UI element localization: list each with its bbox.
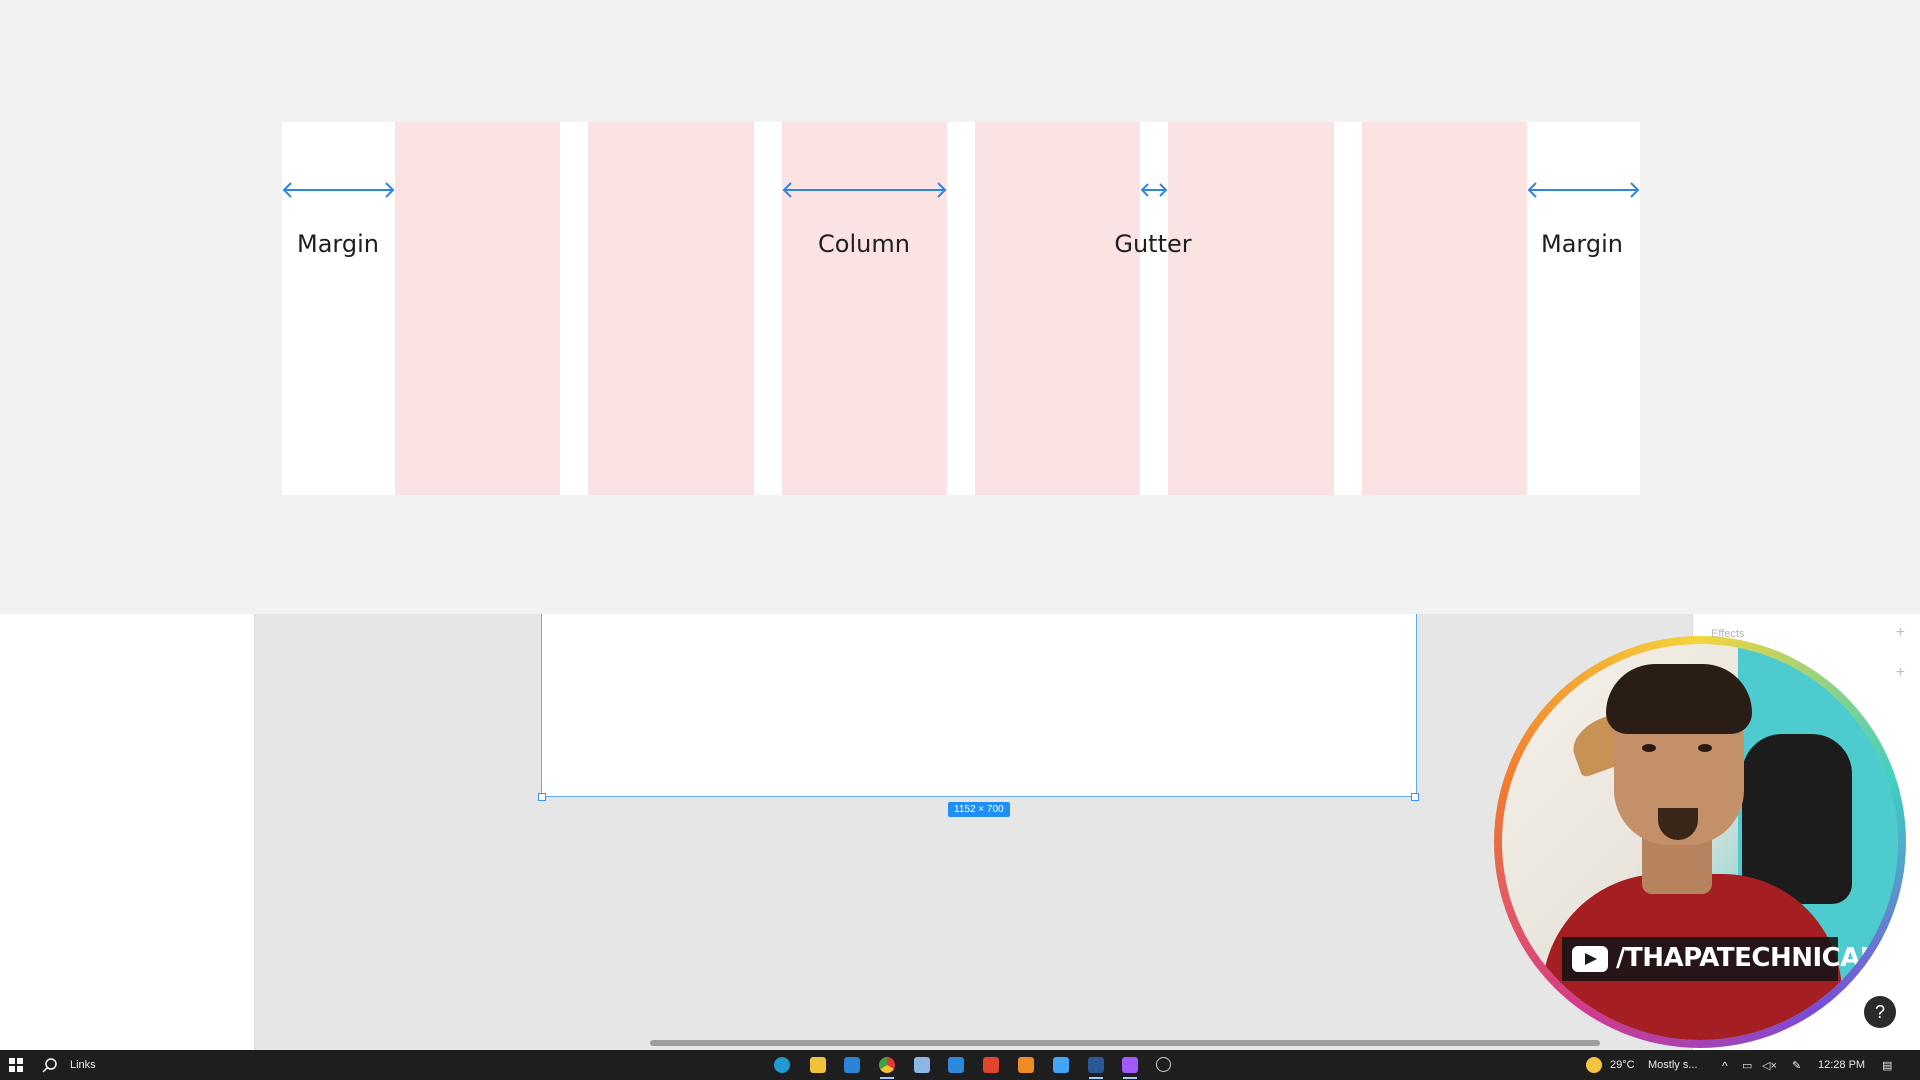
grid-diagram: Margin Column Gutter Margin xyxy=(282,122,1640,495)
edge-icon[interactable] xyxy=(774,1057,790,1073)
margin-left-arrow-icon xyxy=(282,180,395,200)
grid-column-2 xyxy=(588,122,754,495)
clock-app-icon[interactable] xyxy=(1156,1057,1171,1072)
chair xyxy=(1742,734,1852,904)
volume-muted-icon[interactable]: ◁× xyxy=(1762,1060,1777,1072)
taskbar-clock[interactable]: 12:28 PM xyxy=(1818,1059,1866,1071)
gutter-label: Gutter xyxy=(1114,230,1192,258)
frame-resize-handle-bottom-right[interactable] xyxy=(1411,793,1419,801)
selected-frame[interactable] xyxy=(541,614,1417,797)
mail-icon[interactable] xyxy=(844,1057,860,1073)
frame-dimension-badge: 1152 × 700 xyxy=(948,802,1010,817)
add-export-plus-icon[interactable]: + xyxy=(1895,664,1905,681)
grid-column-5 xyxy=(1168,122,1334,495)
search-icon[interactable] xyxy=(42,1057,58,1073)
pen-icon[interactable]: ✎ xyxy=(1792,1060,1802,1072)
grid-diagram-area: Margin Column Gutter Margin xyxy=(282,122,1640,495)
sublime-icon[interactable] xyxy=(1018,1057,1034,1073)
layers-panel xyxy=(0,614,255,1050)
margin-right-arrow-icon xyxy=(1527,180,1640,200)
grid-column-1 xyxy=(395,122,560,495)
word-icon[interactable] xyxy=(1088,1057,1104,1073)
grid-column-4 xyxy=(975,122,1140,495)
chrome-icon[interactable] xyxy=(879,1057,895,1073)
grid-column-3 xyxy=(782,122,947,495)
figma-icon[interactable] xyxy=(1122,1057,1138,1073)
office-icon[interactable] xyxy=(983,1057,999,1073)
windows-start-icon[interactable] xyxy=(8,1057,24,1073)
weather-sun-icon[interactable] xyxy=(1586,1057,1602,1073)
channel-handle: /THAPATECHNICAL xyxy=(1616,943,1876,973)
help-button[interactable]: ? xyxy=(1864,996,1896,1028)
taskbar-search-label[interactable]: Links xyxy=(70,1059,96,1071)
add-effect-plus-icon[interactable]: + xyxy=(1895,624,1905,641)
taskbar: Links 29°C Mostly s... ^ ▭ ◁× ✎ 12:28 PM… xyxy=(0,1050,1920,1080)
weather-condition[interactable]: Mostly s... xyxy=(1648,1059,1698,1071)
gutter-width-arrow-icon xyxy=(1140,180,1168,200)
vscode-icon[interactable] xyxy=(948,1057,964,1073)
column-width-arrow-icon xyxy=(782,180,947,200)
weather-temp[interactable]: 29°C xyxy=(1610,1059,1635,1071)
file-explorer-icon[interactable] xyxy=(810,1057,826,1073)
column-label: Column xyxy=(818,230,910,258)
margin-right-label: Margin xyxy=(1541,230,1623,258)
youtube-icon xyxy=(1572,946,1608,972)
margin-left-label: Margin xyxy=(297,230,379,258)
webcam-video: /THAPATECHNICAL xyxy=(1502,644,1898,1040)
network-icon[interactable]: ▭ xyxy=(1742,1060,1753,1072)
frame-resize-handle-bottom-left[interactable] xyxy=(538,793,546,801)
webcam-overlay: /THAPATECHNICAL xyxy=(1494,636,1906,1048)
channel-banner: /THAPATECHNICAL xyxy=(1562,937,1876,981)
tray-chevron-icon[interactable]: ^ xyxy=(1722,1059,1728,1073)
notification-icon[interactable]: ▤ xyxy=(1882,1060,1893,1072)
grid-column-6 xyxy=(1362,122,1527,495)
app-icon[interactable] xyxy=(914,1057,930,1073)
notepad-icon[interactable] xyxy=(1053,1057,1069,1073)
horizontal-scrollbar[interactable] xyxy=(650,1040,1600,1046)
